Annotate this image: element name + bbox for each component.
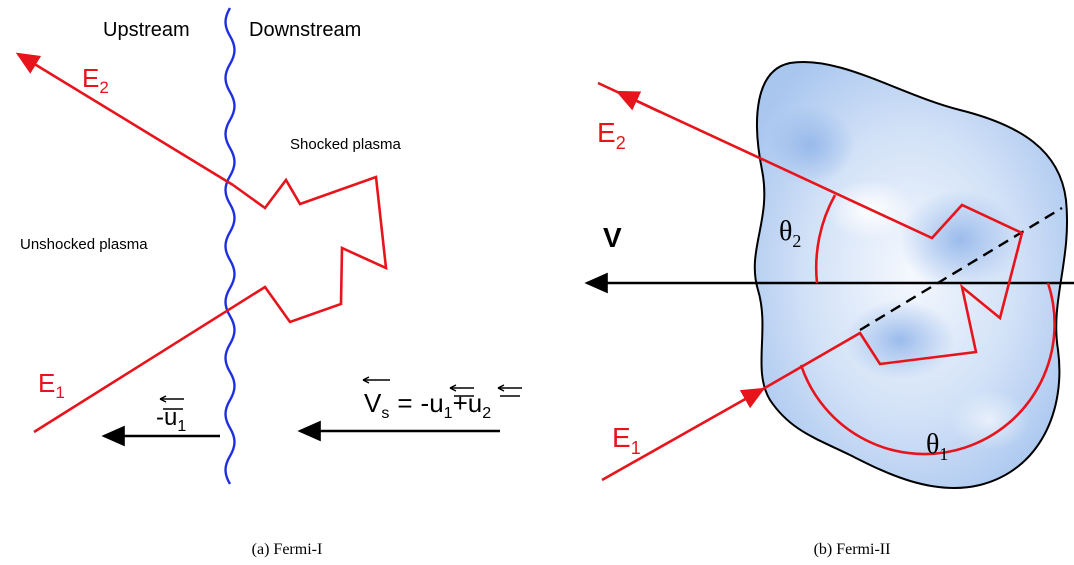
shock-velocity-equation: Vs=-u1+u2 (362, 376, 522, 422)
particle-path-inside-cloud (597, 81, 1024, 391)
shocked-plasma-label: Shocked plasma (290, 136, 402, 153)
upstream-label: Upstream (103, 19, 190, 41)
theta1-arc (799, 282, 1056, 456)
panel-fermi-2: V E2 E1 θ2 θ1 (b) Fermi-II (584, 60, 1074, 558)
energy-e1-label: E1 (612, 422, 641, 458)
energy-e1-label: E1 (38, 368, 65, 402)
unshocked-plasma-label: Unshocked plasma (20, 236, 148, 253)
u1-label: -u1 (156, 395, 186, 435)
shock-front-line (224, 7, 236, 485)
theta2-label: θ2 (779, 216, 801, 251)
energy-e2-label: E2 (82, 63, 109, 97)
particle-path-outgoing-arrow (615, 90, 661, 114)
velocity-v-label: V (603, 222, 622, 253)
energy-e2-label: E2 (597, 117, 626, 153)
caption-fermi-1: (a) Fermi-I (252, 541, 323, 558)
particle-path-incoming (33, 175, 388, 434)
theta1-label: θ1 (926, 429, 948, 464)
downstream-label: Downstream (249, 19, 361, 41)
dashed-axis-line (859, 206, 1063, 332)
plasma-cloud (753, 60, 1068, 489)
theta2-arc (814, 194, 837, 284)
particle-path-incoming (601, 387, 766, 482)
particle-path-outgoing (15, 52, 234, 187)
svg-text:-u1: -u1 (156, 404, 186, 435)
panel-fermi-1: Upstream Downstream Shocked plasma Unsho… (15, 7, 522, 558)
caption-fermi-2: (b) Fermi-II (814, 541, 891, 558)
svg-text:Vs=-u1+u2: Vs=-u1+u2 (364, 388, 491, 422)
